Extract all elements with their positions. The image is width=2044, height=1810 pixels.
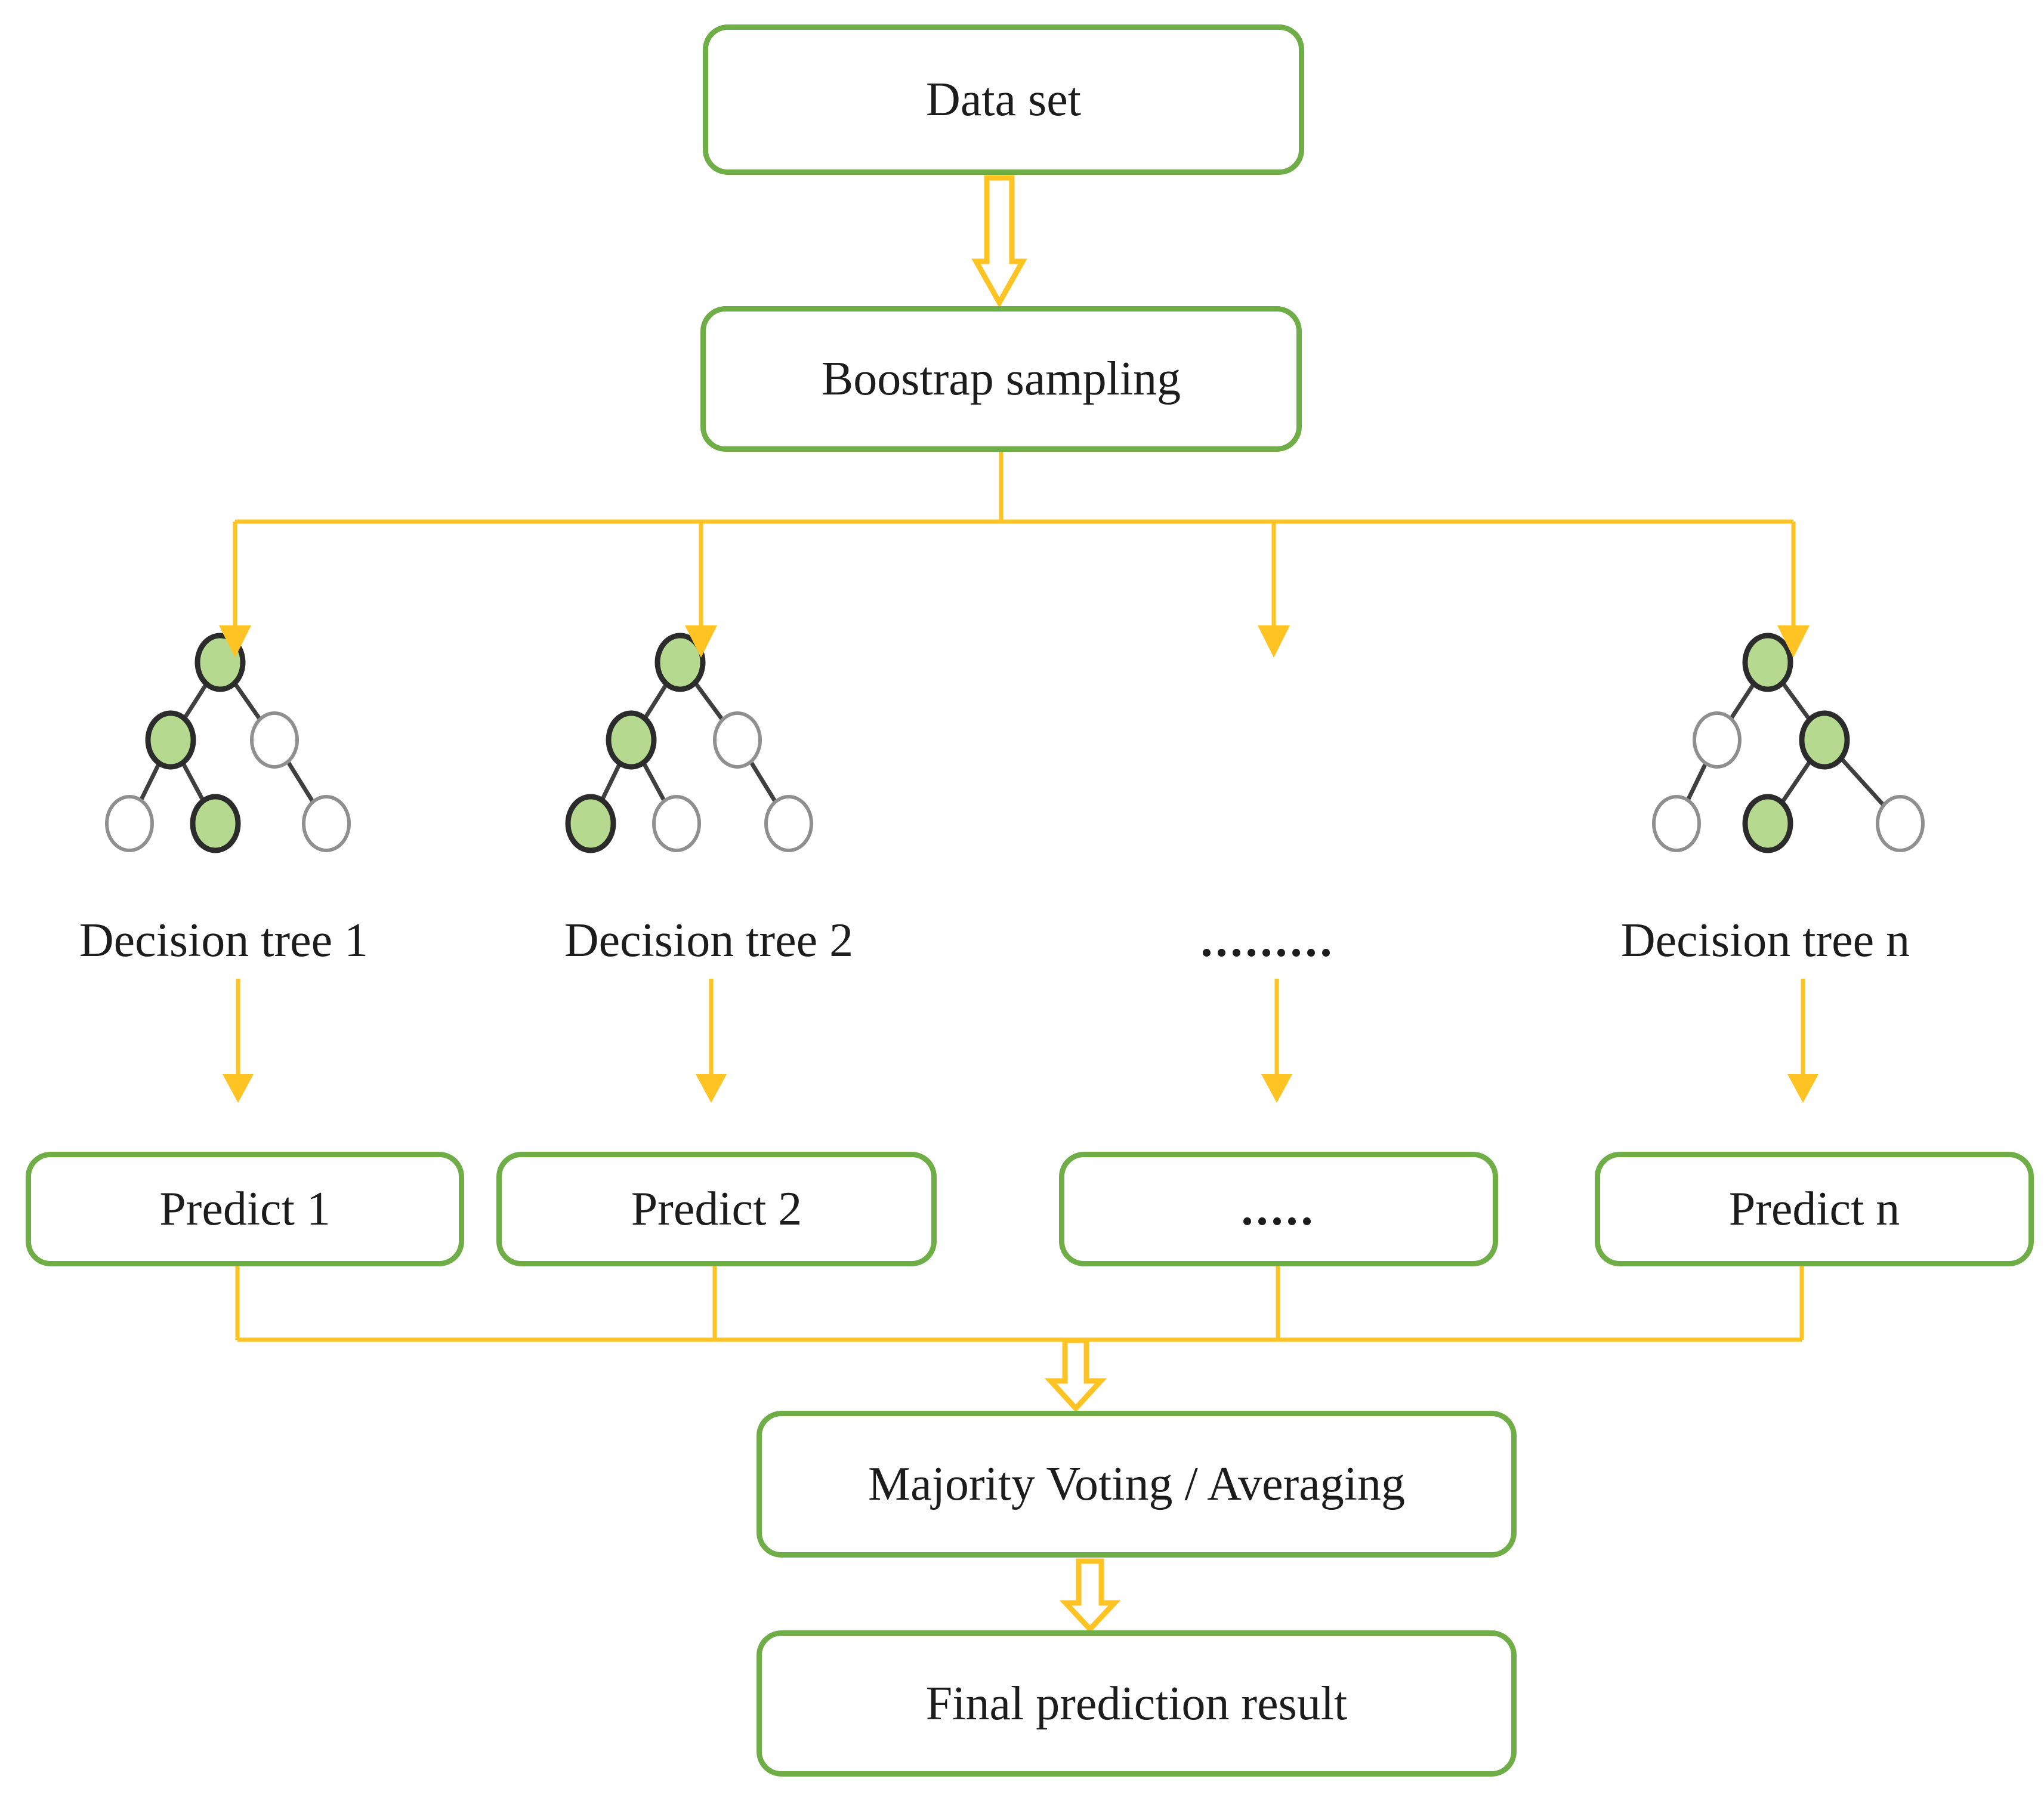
predict-2-box-label: Predict 2 xyxy=(631,1183,802,1235)
tree-node xyxy=(1876,795,1925,852)
majority-to-final-arrow xyxy=(1059,1558,1121,1633)
tree-node xyxy=(764,795,813,852)
tree-node xyxy=(606,710,657,770)
dataset-box: Data set xyxy=(703,24,1304,175)
tree-node xyxy=(1742,633,1793,692)
tree-node xyxy=(654,633,706,692)
tree-node xyxy=(1799,710,1850,770)
tree-node xyxy=(1693,711,1742,769)
predicts-to-majority-arrow xyxy=(1044,1337,1107,1413)
arrowhead-icon xyxy=(696,1074,727,1103)
final-prediction-box: Final prediction result xyxy=(757,1630,1517,1777)
tree-node xyxy=(145,710,196,770)
decision-tree-2-icon xyxy=(565,633,813,853)
majority-voting-box: Majority Voting / Averaging xyxy=(757,1411,1517,1558)
dataset-box-label: Data set xyxy=(926,73,1081,126)
decision-tree-1-label: Decision tree 1 xyxy=(79,914,369,967)
decision-tree-1-icon xyxy=(105,633,351,853)
majority-voting-box-label: Majority Voting / Averaging xyxy=(868,1458,1405,1510)
bootstrap-sampling-box-label: Boostrap sampling xyxy=(821,353,1181,405)
decision-tree-2-label: Decision tree 2 xyxy=(564,914,854,967)
ellipsis-label: ......... xyxy=(1200,914,1335,967)
arrowhead-icon xyxy=(685,625,717,658)
decision-tree-n-icon xyxy=(1652,633,1925,853)
arrowhead-icon xyxy=(219,625,251,658)
predict-2-box: Predict 2 xyxy=(496,1152,937,1266)
tree-node xyxy=(250,711,299,769)
arrowhead-icon xyxy=(223,1074,254,1103)
tree-to-predict-arrows xyxy=(223,979,1818,1103)
bootstrap-sampling-box: Boostrap sampling xyxy=(700,306,1302,452)
arrowhead-icon xyxy=(1787,1074,1818,1103)
predict-ellipsis-box-label: ..... xyxy=(1241,1183,1316,1235)
tree-node xyxy=(652,795,701,852)
predict-n-box: Predict n xyxy=(1595,1152,2034,1266)
arrowhead-icon xyxy=(1777,625,1810,658)
tree-node xyxy=(1742,794,1793,853)
dataset-to-bootstrap-arrow xyxy=(971,175,1027,309)
tree-node xyxy=(713,711,762,769)
predict-ellipsis-box: ..... xyxy=(1059,1152,1498,1266)
tree-node xyxy=(302,795,351,852)
arrowhead-icon xyxy=(1261,1074,1292,1103)
decision-tree-n-label: Decision tree n xyxy=(1620,914,1910,967)
tree-node xyxy=(105,795,154,852)
arrowhead-icon xyxy=(1258,625,1290,658)
tree-node xyxy=(565,794,616,853)
predict-n-box-label: Predict n xyxy=(1728,1183,1900,1235)
fanout-connector xyxy=(219,452,1810,658)
predict-1-box-label: Predict 1 xyxy=(159,1183,331,1235)
tree-node xyxy=(1652,795,1701,852)
fanin-connector xyxy=(235,1266,1804,1342)
tree-node xyxy=(190,794,241,853)
final-prediction-box-label: Final prediction result xyxy=(925,1677,1348,1730)
predict-1-box: Predict 1 xyxy=(26,1152,464,1266)
